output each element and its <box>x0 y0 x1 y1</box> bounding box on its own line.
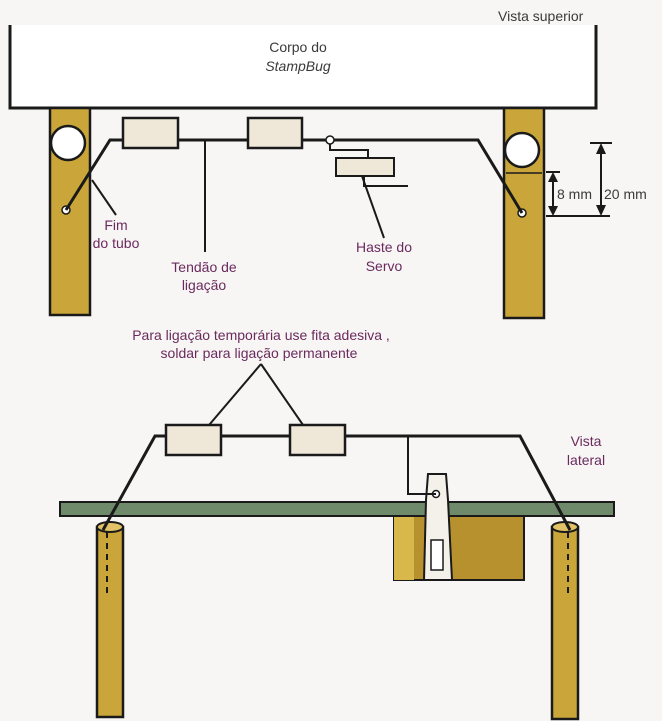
servo-pivot-top <box>325 135 335 145</box>
servo-label-line1: Haste do <box>356 239 412 255</box>
dimension-8mm <box>546 171 610 217</box>
tube-end-leader <box>91 179 117 216</box>
tendon-wire-top <box>64 138 524 214</box>
note-line1: Para ligação temporária use fita adesiva… <box>132 327 390 343</box>
right-leg-tube-side <box>550 525 580 721</box>
dim-8mm-label: 8 mm <box>557 186 592 202</box>
sleeve-side-left <box>164 423 223 457</box>
tendon-label-line1: Tendão de <box>171 259 237 275</box>
servo-body-highlight <box>394 514 414 580</box>
side-view-title-line2: lateral <box>567 452 605 468</box>
circuit-board <box>59 501 615 517</box>
right-leg-socket <box>503 131 541 169</box>
servo-horn-top <box>335 157 395 177</box>
servo-link-side <box>407 436 436 495</box>
body-label-line2: StampBug <box>265 58 331 74</box>
side-view-title-line1: Vista <box>571 433 602 449</box>
servo-horn-slot <box>430 539 444 571</box>
servo-body <box>393 513 525 581</box>
body-label-line1: Corpo do <box>269 39 327 55</box>
sleeve-top-right <box>246 116 304 150</box>
tube-end-label-line2: do tubo <box>93 235 140 251</box>
left-leg-top-side <box>96 521 124 533</box>
left-leg-tube-side <box>95 525 125 719</box>
tendon-label-line2: ligação <box>182 277 227 293</box>
stampbug-body <box>8 25 598 110</box>
dimension-20mm <box>590 142 612 216</box>
top-view-title: Vista superior <box>498 8 584 24</box>
servo-arm-top <box>363 176 408 187</box>
sleeve-side-right <box>288 423 347 457</box>
note-line2: soldar para ligação permanente <box>161 345 358 361</box>
servo-label-line2: Servo <box>366 258 403 274</box>
servo-leader <box>361 175 385 239</box>
servo-link-top <box>329 144 369 158</box>
sleeve-top-left <box>121 116 180 150</box>
dim-20mm-label: 20 mm <box>604 186 647 202</box>
tube-end-label-line1: Fim <box>104 217 127 233</box>
left-leg-socket <box>49 124 87 162</box>
